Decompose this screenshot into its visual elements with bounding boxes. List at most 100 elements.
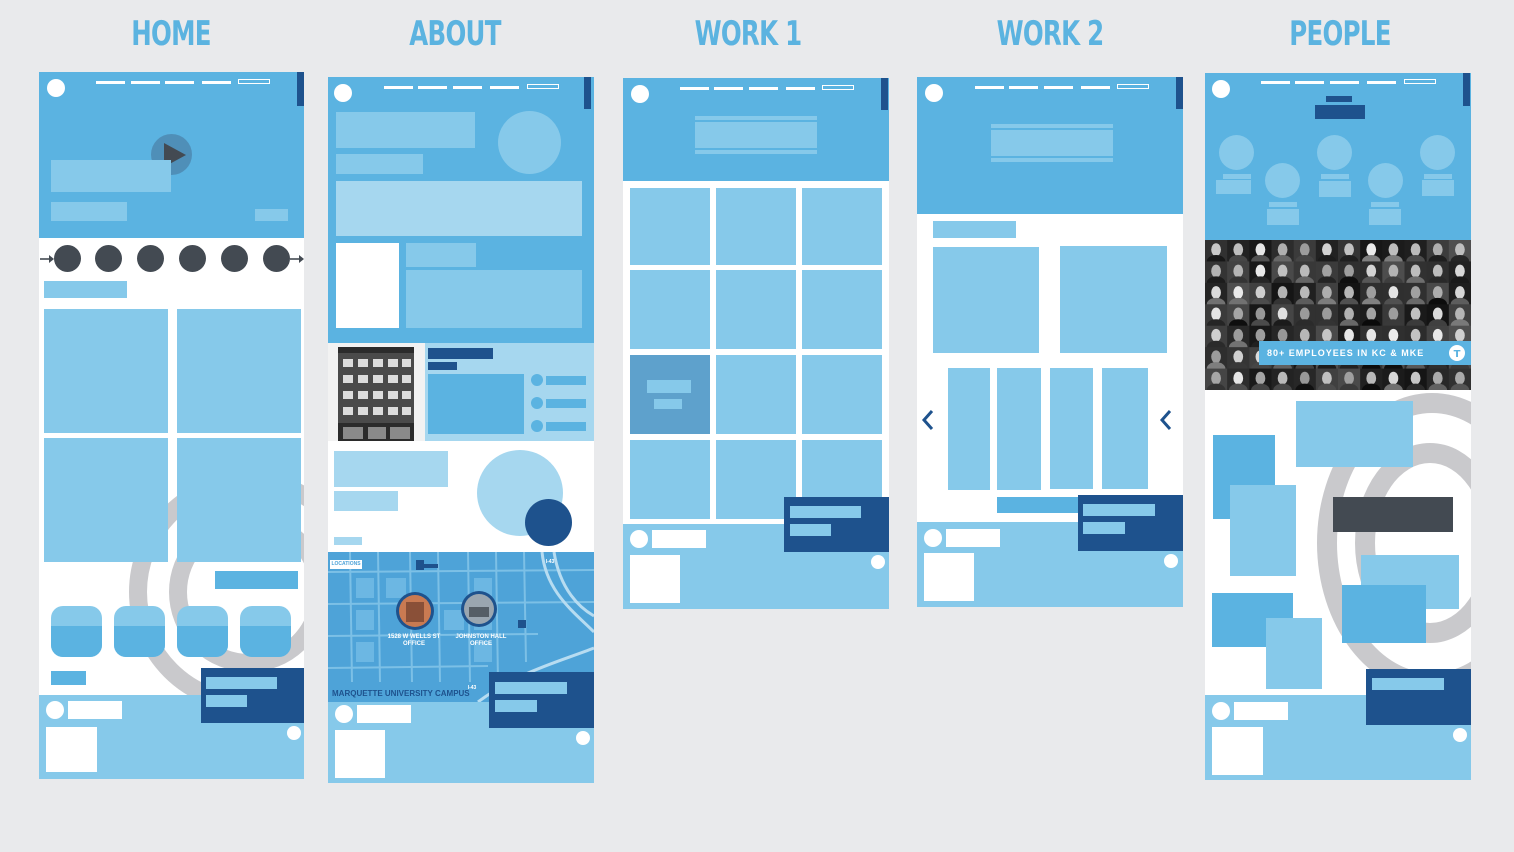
office-pin-2[interactable] [459, 589, 499, 629]
arrow-left-icon[interactable] [40, 254, 54, 264]
arrow-right-icon[interactable] [290, 254, 304, 264]
social-icon[interactable] [1164, 554, 1178, 568]
nav-link[interactable] [786, 87, 815, 90]
footer-logo-icon[interactable] [335, 705, 353, 723]
scrollbar[interactable] [1463, 73, 1470, 106]
team-photo[interactable] [1219, 135, 1254, 170]
social-icon[interactable] [1453, 728, 1467, 742]
footer-logo-icon[interactable] [630, 530, 648, 548]
scrollbar[interactable] [881, 78, 888, 110]
team-photo[interactable] [1317, 135, 1352, 170]
nav-link[interactable] [1330, 81, 1359, 84]
careers-button[interactable] [1333, 497, 1453, 532]
footer-text-block [1234, 702, 1288, 720]
project-tile[interactable] [716, 355, 796, 434]
project-tile[interactable] [630, 270, 710, 349]
employee-portrait [1205, 368, 1228, 390]
chevron-right-icon[interactable] [1159, 409, 1173, 431]
project-tile[interactable] [716, 440, 796, 519]
nav-link[interactable] [1009, 86, 1038, 89]
nav-link[interactable] [1044, 86, 1073, 89]
headline-line [695, 148, 817, 150]
work-tile[interactable] [44, 438, 168, 562]
work-tile[interactable] [44, 309, 168, 433]
employee-portrait [1271, 368, 1295, 390]
view-project-button[interactable] [997, 497, 1093, 513]
social-icon[interactable] [871, 555, 885, 569]
nav-link[interactable] [490, 86, 519, 89]
project-tile[interactable] [630, 440, 710, 519]
view-all-button[interactable] [215, 571, 298, 589]
nav-link[interactable] [1295, 81, 1324, 84]
nav-link[interactable] [714, 87, 743, 90]
about-text-block [406, 270, 582, 328]
svg-text:T: T [1454, 349, 1461, 360]
nav-link[interactable] [453, 86, 482, 89]
service-icon[interactable] [177, 606, 228, 657]
nav-link[interactable] [680, 87, 709, 90]
carousel-slide[interactable] [1102, 368, 1148, 489]
nav-link[interactable] [1081, 86, 1110, 89]
nav-link[interactable] [165, 81, 194, 84]
social-icon[interactable] [576, 731, 590, 745]
footer-logo-icon[interactable] [1212, 702, 1230, 720]
team-photo[interactable] [1420, 135, 1455, 170]
nav-link[interactable] [975, 86, 1004, 89]
locations-tag [330, 560, 362, 569]
carousel-slide[interactable] [1050, 368, 1093, 489]
work-tile[interactable] [177, 438, 301, 562]
team-photo[interactable] [1368, 163, 1403, 198]
nav-link[interactable] [131, 81, 160, 84]
bullet-icon [531, 397, 543, 409]
chevron-left-icon[interactable] [921, 409, 935, 431]
hero-button-block[interactable] [255, 209, 288, 221]
scrollbar[interactable] [584, 77, 591, 109]
nav-cta-button[interactable] [238, 79, 270, 84]
employee-portrait [1227, 368, 1250, 390]
nav-link[interactable] [96, 81, 125, 84]
footer-logo-icon[interactable] [924, 529, 942, 547]
footer-logo-icon[interactable] [46, 701, 64, 719]
scrollbar[interactable] [1176, 77, 1183, 109]
scrollbar[interactable] [297, 72, 304, 106]
nav-link[interactable] [384, 86, 413, 89]
campus-label: MARQUETTE UNIVERSITY CAMPUS [332, 689, 470, 698]
work-tile[interactable] [177, 309, 301, 433]
project-tile-hover[interactable] [630, 355, 710, 434]
carousel-slide[interactable] [948, 368, 990, 490]
services-link-block[interactable] [51, 671, 86, 685]
work1-headline-block [695, 116, 817, 154]
employee-portrait [1404, 368, 1428, 390]
nav-cta-button[interactable] [527, 84, 559, 89]
nav-cta-button[interactable] [1404, 79, 1436, 84]
team-photo[interactable] [1265, 163, 1300, 198]
office1-label: 1528 W WELLS ST OFFICE [387, 634, 441, 647]
nav-link[interactable] [202, 81, 231, 84]
nav-cta-button[interactable] [1117, 84, 1149, 89]
nav-link[interactable] [749, 87, 778, 90]
culture-link-block[interactable] [334, 537, 362, 545]
project-tile[interactable] [716, 270, 796, 349]
service-icon[interactable] [51, 606, 102, 657]
logo-icon[interactable] [334, 84, 352, 102]
social-icon[interactable] [287, 726, 301, 740]
project-tile[interactable] [716, 188, 796, 265]
service-icon[interactable] [240, 606, 291, 657]
carousel-slide[interactable] [997, 368, 1041, 490]
logo-icon[interactable] [1212, 80, 1230, 98]
nav-link[interactable] [1261, 81, 1290, 84]
service-icon[interactable] [114, 606, 165, 657]
employee-portrait [1249, 368, 1272, 390]
project-tile[interactable] [802, 188, 882, 265]
project-tile[interactable] [802, 355, 882, 434]
cta-text-block [206, 695, 247, 707]
nav-link[interactable] [418, 86, 447, 89]
nav-cta-button[interactable] [822, 85, 854, 90]
project-tile[interactable] [802, 270, 882, 349]
logo-icon[interactable] [47, 79, 65, 97]
project-tile[interactable] [630, 188, 710, 265]
logo-icon[interactable] [925, 84, 943, 102]
nav-link[interactable] [1367, 81, 1396, 84]
logo-icon[interactable] [631, 85, 649, 103]
office-pin-1[interactable] [394, 590, 436, 632]
